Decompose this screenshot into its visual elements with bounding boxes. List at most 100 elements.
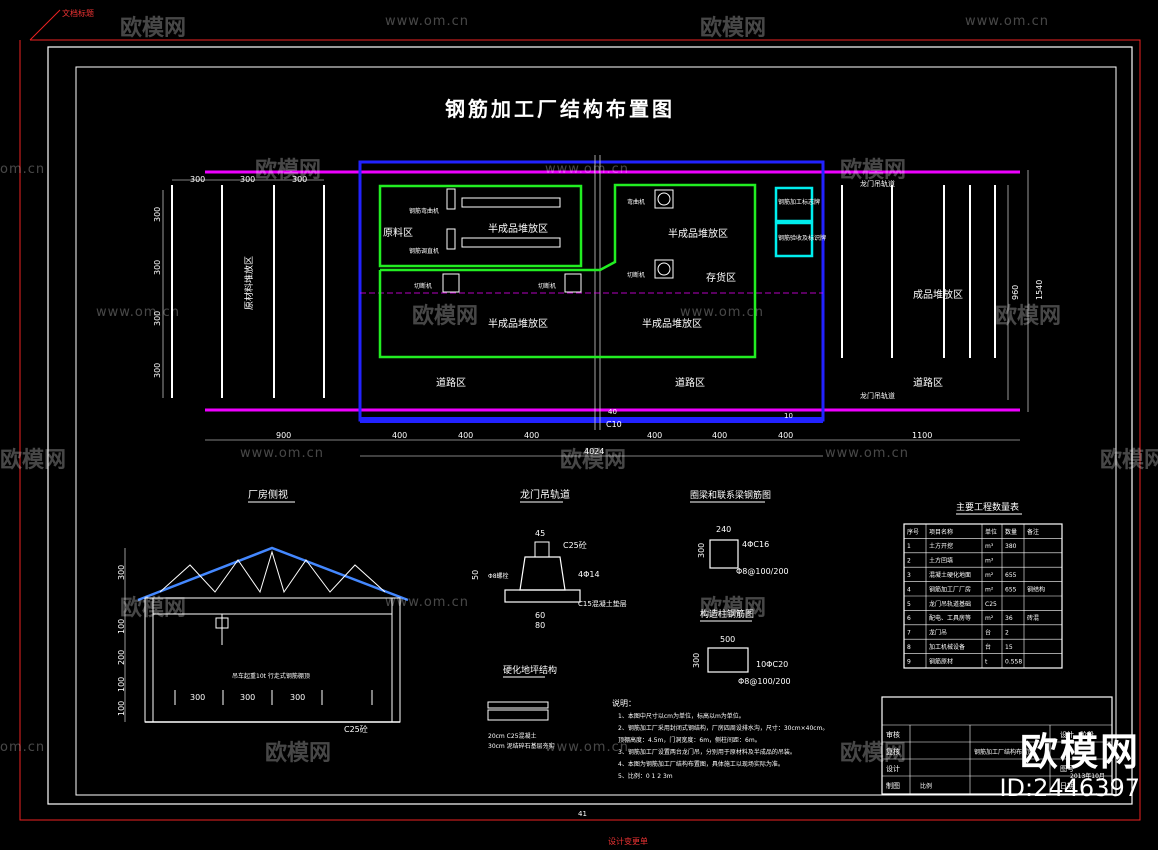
section-beam: 圈梁和联系梁钢筋图 bbox=[690, 489, 771, 501]
quantity-table-cell: 土方开挖 bbox=[929, 542, 953, 550]
quantity-table-cell: 380 bbox=[1005, 543, 1017, 550]
quantity-table-cell: C25 bbox=[985, 601, 997, 608]
elev-note: 吊车起重10t 行走式钢筋棚顶 bbox=[232, 672, 310, 680]
dim-top-1: 300 bbox=[190, 175, 205, 184]
column-w: 500 bbox=[720, 635, 735, 644]
brand-id: ID:2446397 bbox=[999, 774, 1140, 802]
watermark-13: 欧模网 bbox=[840, 741, 907, 766]
dim-bot-400-e: 400 bbox=[712, 431, 727, 440]
elev-dim-left-4: 100 bbox=[117, 677, 126, 692]
quantity-table-header: 数量 bbox=[1005, 528, 1017, 536]
quantity-table-cell: 0.558 bbox=[1005, 658, 1022, 665]
quantity-table-cell: 6 bbox=[907, 615, 911, 622]
elev-dim-bot-3: 300 bbox=[290, 693, 305, 702]
machine-label-4: 切断机 bbox=[538, 282, 556, 290]
dim-left-3: 300 bbox=[153, 311, 162, 326]
crane-c25: C25砼 bbox=[563, 540, 587, 550]
dim-bot-400-f: 400 bbox=[778, 431, 793, 440]
watermark-url-11: www.om.cn bbox=[545, 740, 629, 755]
crane-base-label: C15混凝土垫层 bbox=[578, 599, 627, 608]
zone-semi-1: 半成品堆放区 bbox=[488, 222, 548, 235]
elev-dim-left-5: 100 bbox=[117, 701, 126, 716]
watermark-2: 欧模网 bbox=[700, 16, 767, 41]
zone-left-storage: 原材料堆放区 bbox=[243, 256, 255, 310]
tb-date: 2013年10月 bbox=[1070, 772, 1105, 780]
quantity-table-cell: 655 bbox=[1005, 586, 1017, 593]
machine-label-2: 钢筋调直机 bbox=[409, 247, 439, 255]
dim-top-2: 300 bbox=[240, 175, 255, 184]
bottom-mark: 41 bbox=[578, 810, 587, 818]
brand-logo: 欧模网 bbox=[1019, 730, 1140, 774]
elev-dim-left-1: 300 bbox=[117, 565, 126, 580]
drawing-title: 钢筋加工厂结构布置图 bbox=[445, 97, 675, 121]
quantity-table-cell: 加工机械设备 bbox=[929, 643, 965, 651]
dim-right-960: 960 bbox=[1011, 285, 1020, 300]
dim-bot-1100: 1100 bbox=[912, 431, 932, 440]
notes-line-5: 4、本图为钢筋加工厂结构布置图，具体施工以现场实际为准。 bbox=[618, 760, 784, 768]
tb-row-4: 制图 bbox=[886, 781, 900, 790]
watermark-7: 欧模网 bbox=[0, 448, 67, 473]
notes-line-4: 3、钢筋加工厂设置两台龙门吊，分别用于原材料及半成品的吊装。 bbox=[618, 748, 796, 756]
tb-right-3: 图号 bbox=[1060, 765, 1074, 773]
tb-right-4: 日期 bbox=[1060, 782, 1074, 790]
watermark-url-9: www.om.cn bbox=[385, 595, 469, 610]
beam-stir: Φ8@100/200 bbox=[736, 567, 789, 576]
quantity-table-cell: m² bbox=[985, 572, 994, 579]
quantity-table-header: 项目名称 bbox=[929, 528, 953, 536]
tb-row-1: 审核 bbox=[886, 730, 900, 739]
quantity-table-cell: 台 bbox=[985, 643, 991, 651]
bottom-note: 设计变更单 bbox=[608, 836, 648, 846]
quantity-table-cell: 7 bbox=[907, 630, 911, 637]
zone-crane-track-2: 龙门吊轨道 bbox=[860, 391, 895, 400]
watermark-12: 欧模网 bbox=[265, 741, 332, 766]
section-column: 构造柱钢筋图 bbox=[700, 608, 754, 620]
watermark-8: 欧模网 bbox=[560, 448, 627, 473]
watermark-6: 欧模网 bbox=[995, 304, 1062, 329]
quantity-table-cell: m³ bbox=[985, 543, 994, 550]
quantity-table-cell: 3 bbox=[907, 572, 911, 579]
machine-label-1: 钢筋弯曲机 bbox=[409, 207, 439, 215]
crane-d80: 80 bbox=[535, 621, 545, 630]
dim-left-1: 300 bbox=[153, 207, 162, 222]
watermark-url-1: www.om.cn bbox=[385, 14, 469, 29]
quantity-table-title: 主要工程数量表 bbox=[956, 501, 1019, 513]
watermark-3: 欧模网 bbox=[255, 158, 322, 183]
tb-scale: 比例 bbox=[920, 782, 932, 790]
zone-semi-3: 半成品堆放区 bbox=[488, 317, 548, 330]
quantity-table-header: 序号 bbox=[907, 528, 919, 536]
dim-mark-10: 10 bbox=[784, 412, 793, 420]
dim-left-2: 300 bbox=[153, 260, 162, 275]
quantity-table-cell: 15 bbox=[1005, 644, 1013, 651]
machine-label-3: 切断机 bbox=[414, 282, 432, 290]
dim-left-4: 300 bbox=[153, 363, 162, 378]
elev-dim-bot-2: 300 bbox=[240, 693, 255, 702]
quantity-table-cell: t bbox=[985, 658, 988, 665]
notes-line-1: 1、本图中尺寸以cm为单位，标高以m为单位。 bbox=[618, 712, 745, 720]
watermark-9: 欧模网 bbox=[1100, 448, 1158, 473]
crane-anchor: Φ8螺栓 bbox=[488, 572, 509, 580]
dim-mark-40: 40 bbox=[608, 408, 617, 416]
dim-c10: C10 bbox=[606, 420, 622, 429]
zone-raw-material: 原料区 bbox=[383, 226, 413, 239]
quantity-table-cell: 9 bbox=[907, 658, 911, 665]
watermark-1: 欧模网 bbox=[120, 16, 187, 41]
sign-label-1: 钢筋加工标志牌 bbox=[778, 198, 820, 206]
section-crane-base: 龙门吊轨道 bbox=[520, 488, 570, 501]
quantity-table-cell: 8 bbox=[907, 644, 911, 651]
beam-h: 300 bbox=[697, 543, 706, 558]
watermark-4: 欧模网 bbox=[840, 158, 907, 183]
tb-row-3: 设计 bbox=[886, 764, 900, 773]
quantity-table-cell: 钢筋加工厂厂房 bbox=[929, 585, 971, 593]
column-stir: Φ8@100/200 bbox=[738, 677, 791, 686]
quantity-table-cell: 钢结构 bbox=[1027, 585, 1045, 593]
tb-right-1: 设计 bbox=[1060, 730, 1074, 739]
quantity-table-header: 单位 bbox=[985, 528, 997, 536]
dim-bot-400-b: 400 bbox=[458, 431, 473, 440]
notes-line-3: 顶棚高度：4.5m，门洞宽度：6m，侧柱间距：6m。 bbox=[618, 736, 761, 744]
watermark-url-5: www.om.cn bbox=[96, 305, 180, 320]
crane-d45: 45 bbox=[535, 529, 545, 538]
floor-layer-2: 30cm 泥结碎石基层夯实 bbox=[488, 742, 555, 750]
dim-right-1540: 1540 bbox=[1035, 280, 1044, 300]
top-left-note: 文档标题 bbox=[62, 8, 94, 18]
dim-bot-400-d: 400 bbox=[647, 431, 662, 440]
